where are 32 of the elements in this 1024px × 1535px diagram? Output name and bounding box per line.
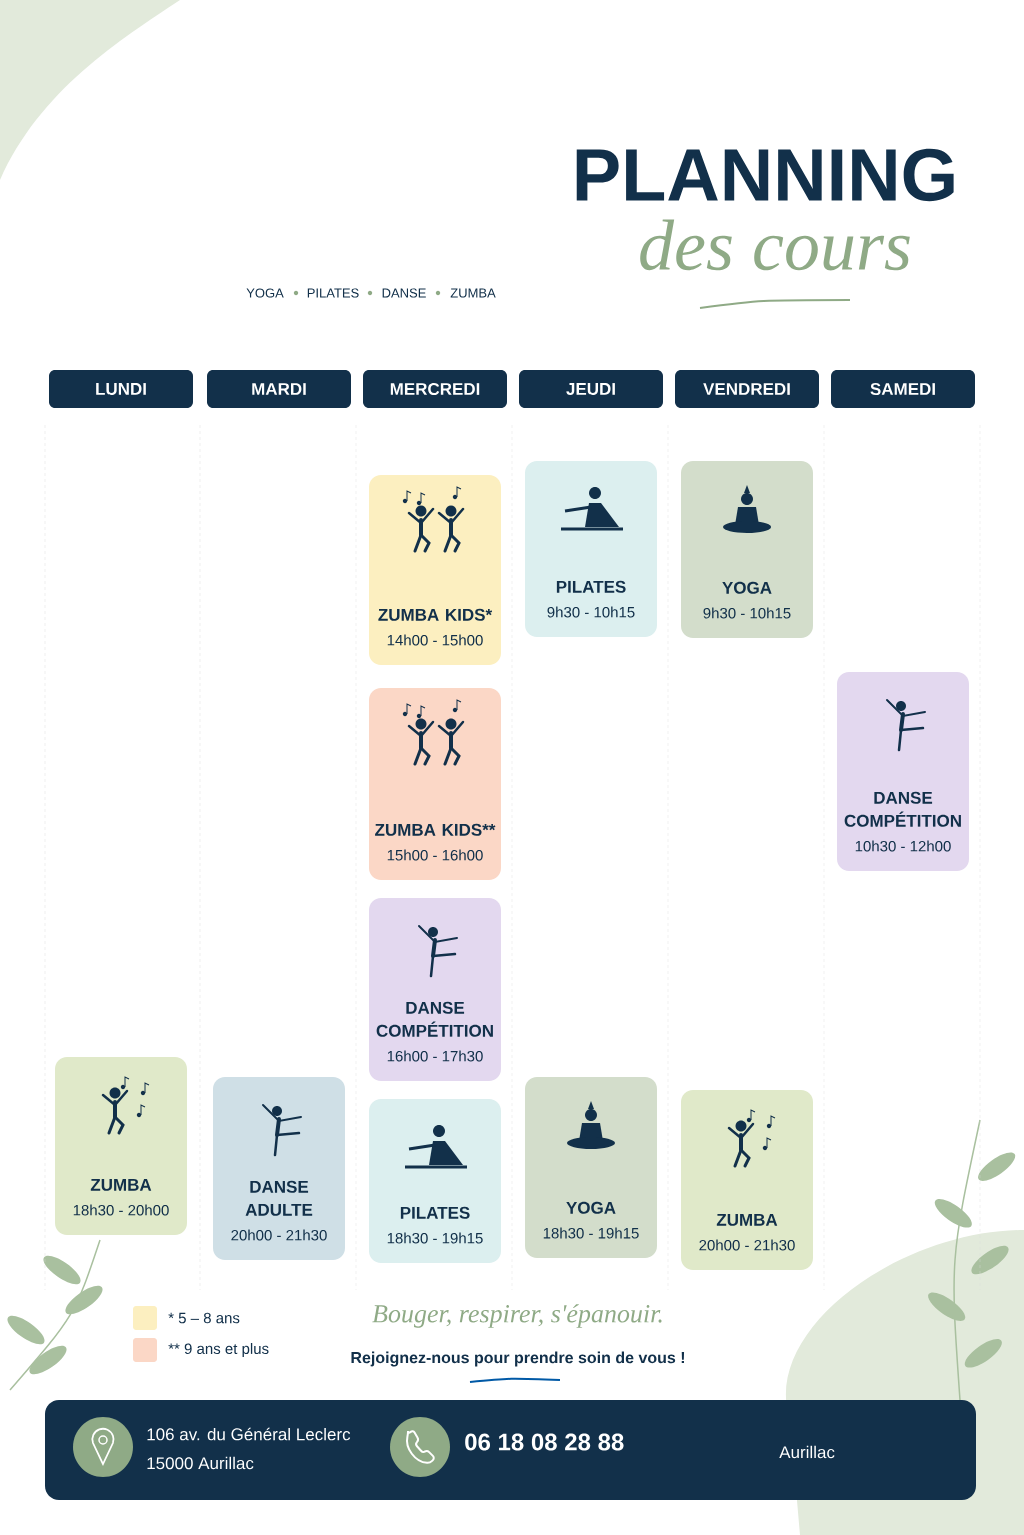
class-card: DANSE ADULTE 20h00 - 21h30 <box>213 1077 345 1260</box>
tagline-word: YOGA <box>246 288 284 298</box>
tagline: Rejoignez-nous pour prendre soin de vous ! <box>351 1351 685 1367</box>
day-header: SAMEDI <box>831 370 975 408</box>
class-card: ZUMBA 18h30 - 20h00 <box>55 1057 187 1235</box>
class-card: ZUMBA KIDS* 14h00 - 15h00 <box>369 475 501 665</box>
day-header: LUNDI <box>49 370 193 408</box>
label: 06 18 08 28 88 <box>465 1433 624 1451</box>
tagline-word: ZUMBA <box>450 288 496 298</box>
tagline-word: PILATES <box>307 288 359 298</box>
legend-text: ** 9 ans et plus <box>168 1343 269 1357</box>
slogan: Bouger, respirer, s'épanouir. <box>372 1304 662 1328</box>
day-header: JEUDI <box>519 370 663 408</box>
class-card: PILATES 18h30 - 19h15 <box>369 1099 501 1263</box>
class-card: YOGA 18h30 - 19h15 <box>525 1077 657 1258</box>
class-card: YOGA 9h30 - 10h15 <box>681 461 813 638</box>
label: 15000 Aurillac <box>147 1456 254 1470</box>
tagline-word: DANSE <box>382 288 426 298</box>
class-card: PILATES 9h30 - 10h15 <box>525 461 657 637</box>
day-header: MARDI <box>207 370 351 408</box>
label: 106 av. du Général Leclerc <box>147 1427 351 1441</box>
footer-bar: 106 av. du Général Leclerc 15000 Aurillac 06 18 08 28 88 Aurillac <box>45 1400 976 1500</box>
legend-text: * 5 – 8 ans <box>168 1312 240 1324</box>
subtitle: des cours <box>640 219 910 271</box>
class-card: DANSE COMPÉTITION 16h00 - 17h30 <box>369 898 501 1081</box>
day-header: MERCREDI <box>363 370 507 408</box>
class-card: DANSE COMPÉTITION 10h30 - 12h00 <box>837 672 969 871</box>
label: Aurillac <box>779 1445 835 1459</box>
day-header: VENDREDI <box>675 370 819 408</box>
title: PLANNING <box>576 148 954 202</box>
class-card: ZUMBA KIDS** 15h00 - 16h00 <box>369 688 501 880</box>
class-card: ZUMBA 20h00 - 21h30 <box>681 1090 813 1270</box>
